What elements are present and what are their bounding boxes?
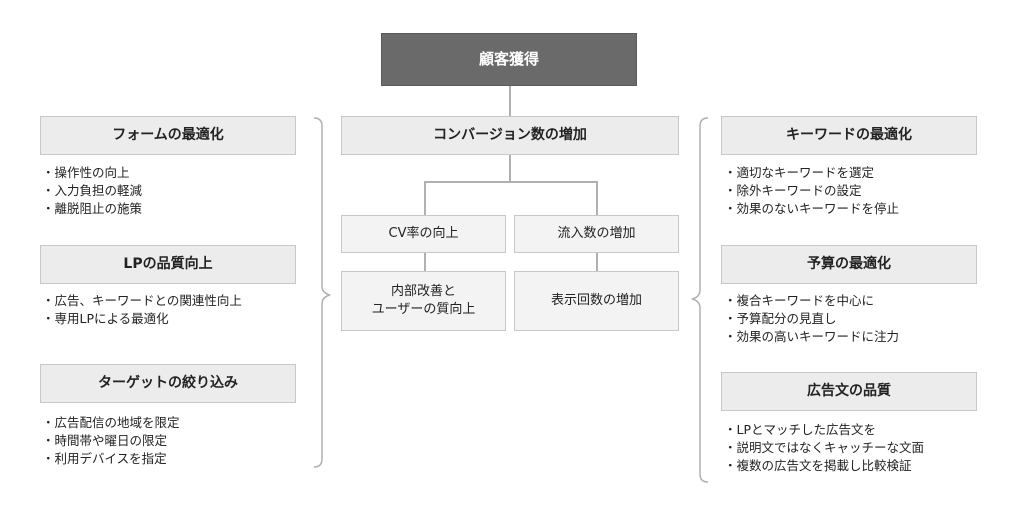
- child-impressions: 表示回数の増加: [514, 271, 679, 331]
- right-heading-adcopy-label: 広告文の品質: [807, 383, 891, 400]
- left-list-target: 広告配信の地域を限定 時間帯や曜日の限定 利用デバイスを指定: [42, 414, 180, 468]
- child-internal-line1: 内部改善と: [390, 284, 456, 300]
- left-group-bracket: [313, 117, 331, 468]
- list-item: 効果のないキーワードを停止: [724, 200, 900, 218]
- list-item: 複合キーワードを中心に: [724, 292, 899, 310]
- list-item: 操作性の向上: [42, 164, 142, 182]
- left-list-form: 操作性の向上 入力負担の軽減 離脱阻止の施策: [42, 164, 143, 218]
- list-item: 専用LPによる最適化: [42, 310, 242, 328]
- right-heading-keyword: キーワードの最適化: [721, 116, 977, 155]
- list-item: 時間帯や曜日の限定: [42, 432, 180, 450]
- right-heading-keyword-label: キーワードの最適化: [786, 127, 912, 144]
- list-item: 利用デバイスを指定: [42, 450, 180, 468]
- center-heading: コンバージョン数の増加: [341, 116, 679, 155]
- connector-branch-horizontal: [424, 181, 597, 183]
- left-heading-target: ターゲットの絞り込み: [40, 364, 296, 403]
- list-item: 説明文ではなくキャッチーな文面: [724, 439, 925, 457]
- right-group-bracket: [691, 117, 709, 483]
- right-heading-budget-label: 予算の最適化: [807, 256, 891, 273]
- connector-center-down: [509, 155, 511, 182]
- branch-cv-rate-label: CV率の向上: [388, 226, 459, 242]
- list-item: 入力負担の軽減: [42, 182, 143, 200]
- branch-cv-rate: CV率の向上: [341, 215, 506, 253]
- branch-inflow: 流入数の増加: [514, 215, 679, 253]
- left-heading-lp-label: LPの品質向上: [123, 256, 213, 273]
- left-heading-target-label: ターゲットの絞り込み: [98, 375, 238, 392]
- list-item: 複数の広告文を掲載し比較検証: [724, 457, 924, 475]
- left-heading-form-label: フォームの最適化: [112, 127, 224, 144]
- list-item: 広告配信の地域を限定: [42, 414, 180, 432]
- connector-branch-left: [424, 181, 426, 215]
- center-heading-label: コンバージョン数の増加: [433, 127, 587, 144]
- right-heading-adcopy: 広告文の品質: [721, 372, 977, 411]
- branch-inflow-label: 流入数の増加: [557, 226, 636, 242]
- list-item: 効果の高いキーワードに注力: [724, 328, 900, 346]
- list-item: 予算配分の見直し: [724, 310, 899, 328]
- left-list-lp: 広告、キーワードとの関連性向上 専用LPによる最適化: [42, 292, 242, 328]
- child-internal-line2: ユーザーの質向上: [371, 302, 476, 317]
- list-item: 適切なキーワードを選定: [724, 164, 899, 182]
- left-heading-lp: LPの品質向上: [40, 245, 296, 284]
- right-list-adcopy: LPとマッチした広告文を 説明文ではなくキャッチーな文面 複数の広告文を掲載し比…: [724, 421, 925, 475]
- root-label: 顧客獲得: [478, 50, 539, 69]
- root-node: 顧客獲得: [381, 33, 637, 86]
- child-internal-improvement: 内部改善と ユーザーの質向上: [341, 271, 506, 331]
- list-item: 除外キーワードの設定: [724, 182, 899, 200]
- list-item: 広告、キーワードとの関連性向上: [42, 292, 242, 310]
- left-heading-form: フォームの最適化: [40, 116, 296, 155]
- right-list-budget: 複合キーワードを中心に 予算配分の見直し 効果の高いキーワードに注力: [724, 292, 900, 346]
- child-impressions-label: 表示回数の増加: [550, 293, 642, 309]
- right-heading-budget: 予算の最適化: [721, 245, 977, 284]
- right-list-keyword: 適切なキーワードを選定 除外キーワードの設定 効果のないキーワードを停止: [724, 164, 900, 218]
- list-item: 離脱阻止の施策: [42, 200, 143, 218]
- connector-inflow-child: [596, 253, 598, 271]
- connector-root-center: [509, 86, 511, 116]
- list-item: LPとマッチした広告文を: [724, 421, 924, 439]
- connector-cv-child: [424, 253, 426, 271]
- connector-branch-right: [596, 181, 598, 215]
